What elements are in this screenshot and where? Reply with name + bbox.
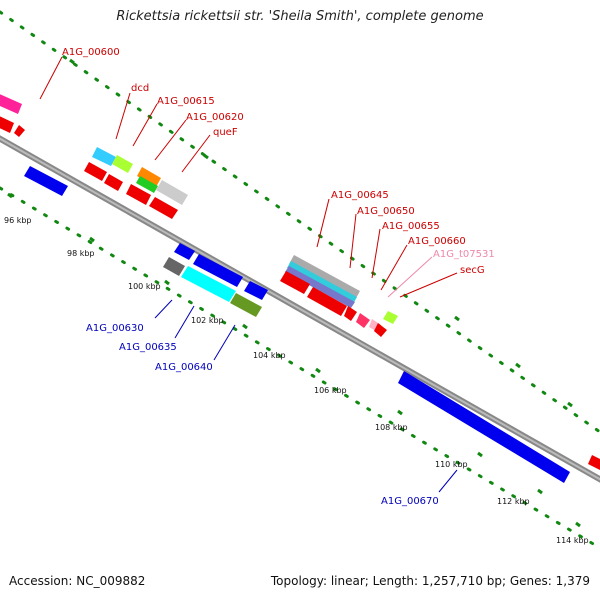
scale-label: 100 kbp: [128, 282, 161, 291]
gene-label[interactable]: A1G_00620: [186, 112, 244, 123]
scale-label: 112 kbp: [497, 497, 530, 506]
gene-feature[interactable]: [356, 313, 370, 328]
accession-text: Accession: NC_009882: [9, 574, 146, 588]
gene-label[interactable]: A1G_00655: [382, 221, 440, 232]
gene-feature[interactable]: [344, 306, 357, 321]
gene-feature[interactable]: [84, 162, 107, 181]
gene-feature[interactable]: [137, 167, 161, 187]
scale-label: 102 kbp: [191, 316, 224, 325]
scale-ticks: [7, 58, 581, 528]
gene-feature[interactable]: [244, 281, 268, 300]
scale-label: 108 kbp: [375, 423, 408, 432]
gene-feature[interactable]: [92, 147, 116, 166]
gene-feature[interactable]: [289, 255, 360, 300]
label-leader-lines: [39, 56, 458, 493]
gene-feature[interactable]: [307, 287, 347, 316]
gene-feature[interactable]: [0, 114, 14, 133]
gene-feature[interactable]: [149, 197, 178, 219]
scale-label: 114 kbp: [556, 536, 589, 545]
gene-feature[interactable]: [280, 271, 310, 294]
gene-feature[interactable]: [126, 184, 151, 205]
gene-label[interactable]: A1G_00630: [86, 323, 144, 334]
gene-label[interactable]: queF: [213, 127, 238, 138]
gene-feature[interactable]: [181, 266, 236, 302]
scale-label: 104 kbp: [253, 351, 286, 360]
scale-labels: 96 kbp 98 kbp 100 kbp 102 kbp 104 kbp 10…: [4, 216, 589, 545]
gene-label[interactable]: A1G_00660: [408, 236, 466, 247]
gene-label[interactable]: A1G_00650: [357, 206, 415, 217]
gene-feature[interactable]: [0, 92, 22, 114]
gene-label[interactable]: A1G_00645: [331, 190, 389, 201]
gene-feature[interactable]: [285, 266, 355, 308]
gene-feature[interactable]: [163, 257, 185, 276]
gene-feature[interactable]: [230, 293, 262, 317]
gene-label[interactable]: dcd: [131, 83, 149, 94]
gene-feature[interactable]: [104, 174, 123, 191]
gene-feature[interactable]: [24, 166, 68, 196]
scale-label: 96 kbp: [4, 216, 32, 225]
scale-label: 110 kbp: [435, 460, 468, 469]
figure-title: Rickettsia rickettsii str. 'Sheila Smith…: [116, 9, 484, 24]
dotted-track-top: [0, 10, 600, 434]
gene-label[interactable]: secG: [460, 265, 485, 276]
gene-feature[interactable]: [193, 254, 243, 287]
reverse-genes: [24, 166, 570, 483]
gene-feature[interactable]: [174, 243, 195, 260]
forward-gene-labels: A1G_00600 dcd A1G_00615 A1G_00620 queF A…: [62, 47, 495, 276]
gene-feature[interactable]: [374, 323, 387, 337]
gene-label[interactable]: A1G_00670: [381, 496, 439, 507]
dotted-track-bottom: [0, 186, 600, 550]
gene-label[interactable]: A1G_t07531: [433, 249, 495, 260]
gene-feature[interactable]: [383, 311, 398, 324]
gene-feature[interactable]: [136, 176, 158, 193]
scale-label: 98 kbp: [67, 249, 95, 258]
gene-label[interactable]: A1G_00615: [157, 96, 215, 107]
forward-genes: [0, 92, 600, 470]
gene-label[interactable]: A1G_00600: [62, 47, 120, 58]
scale-label: 106 kbp: [314, 386, 347, 395]
gene-feature[interactable]: [112, 155, 133, 173]
topology-text: Topology: linear; Length: 1,257,710 bp; …: [270, 574, 590, 588]
gene-feature[interactable]: [287, 261, 357, 304]
gene-feature[interactable]: [398, 371, 570, 483]
gene-label[interactable]: A1G_00635: [119, 342, 177, 353]
gene-feature[interactable]: [588, 455, 600, 470]
gene-feature[interactable]: [156, 180, 188, 205]
reverse-gene-labels: A1G_00630 A1G_00635 A1G_00640 A1G_00670: [86, 323, 439, 507]
gene-label[interactable]: A1G_00640: [155, 362, 213, 373]
gene-feature[interactable]: [14, 125, 25, 137]
